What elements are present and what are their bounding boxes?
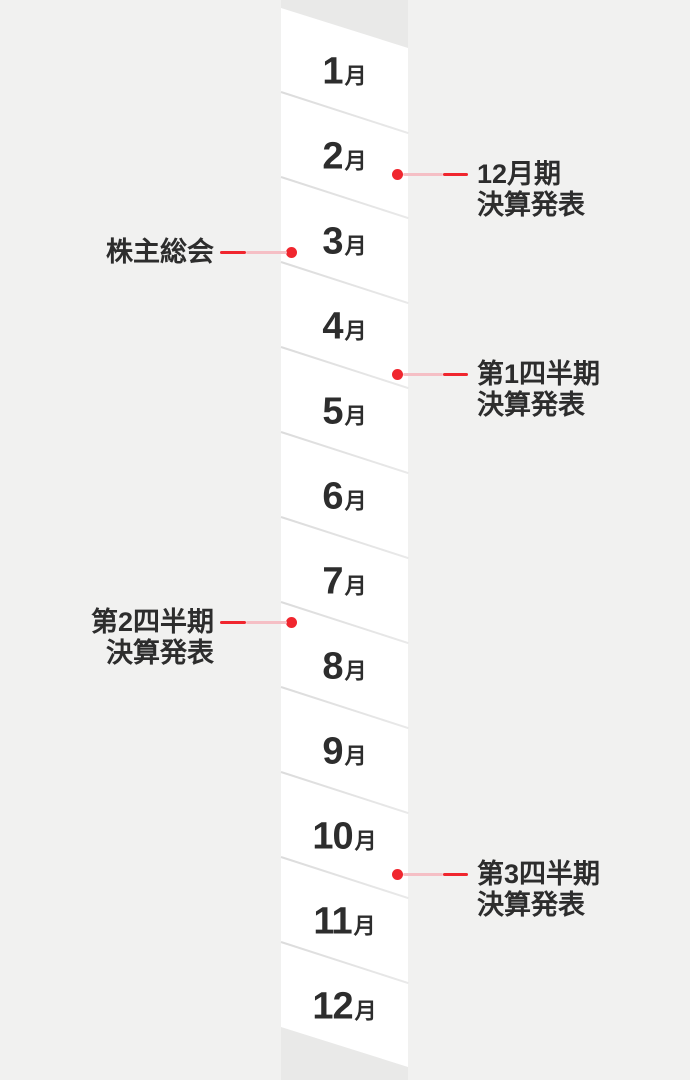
month-unit: 月 bbox=[354, 828, 377, 854]
month-unit: 月 bbox=[344, 63, 367, 89]
month-divider bbox=[280, 346, 409, 390]
event-label-line2: 決算発表 bbox=[477, 189, 585, 220]
event-label: 第2四半期 決算発表 bbox=[91, 607, 214, 669]
month-divider bbox=[280, 686, 409, 730]
month-unit: 月 bbox=[354, 998, 377, 1024]
band-bottom-cap bbox=[281, 1027, 408, 1080]
connector-line-solid bbox=[443, 172, 468, 176]
month-number: 11 bbox=[313, 900, 352, 943]
month-number: 8 bbox=[322, 645, 343, 688]
month-unit: 月 bbox=[344, 573, 367, 599]
connector-line-faded bbox=[403, 372, 443, 376]
month-number: 6 bbox=[322, 475, 343, 518]
month-unit: 月 bbox=[344, 488, 367, 514]
connector-line-faded bbox=[403, 172, 443, 176]
event-label-line1: 株主総会 bbox=[106, 236, 214, 267]
event-label-line2: 決算発表 bbox=[106, 637, 214, 668]
month-number: 10 bbox=[312, 815, 353, 858]
event-label-line2: 決算発表 bbox=[477, 389, 585, 420]
month-number: 12 bbox=[312, 985, 353, 1028]
month-divider bbox=[280, 941, 409, 985]
month-unit: 月 bbox=[344, 403, 367, 429]
month-number: 9 bbox=[322, 730, 343, 773]
month-divider bbox=[280, 601, 409, 645]
connector-line-solid bbox=[443, 372, 468, 376]
event-label: 12月期 決算発表 bbox=[477, 159, 585, 221]
month-divider bbox=[280, 176, 409, 220]
month-number: 4 bbox=[322, 305, 343, 348]
month-unit: 月 bbox=[344, 318, 367, 344]
event-label-line1: 第1四半期 bbox=[477, 358, 601, 389]
timeline-dot bbox=[286, 616, 297, 628]
connector-line-faded bbox=[246, 250, 287, 254]
connector-line-solid bbox=[220, 250, 246, 254]
month-divider bbox=[280, 771, 409, 815]
event-label: 第1四半期 決算発表 bbox=[477, 359, 600, 421]
event-label: 第3四半期 決算発表 bbox=[477, 859, 600, 921]
event-label-line2: 決算発表 bbox=[477, 889, 585, 920]
connector-line-faded bbox=[403, 872, 443, 876]
month-number: 1 bbox=[322, 50, 343, 93]
connector-line-solid bbox=[220, 620, 246, 624]
timeline-dot bbox=[286, 246, 297, 258]
timeline-dot bbox=[392, 168, 403, 180]
event-label-line1: 12月期 bbox=[477, 158, 562, 189]
month-unit: 月 bbox=[344, 233, 367, 259]
month-unit: 月 bbox=[344, 658, 367, 684]
month-unit: 月 bbox=[353, 913, 376, 939]
event-label-line1: 第2四半期 bbox=[90, 606, 214, 637]
month-number: 7 bbox=[322, 560, 343, 603]
connector-line-faded bbox=[246, 620, 287, 624]
month-unit: 月 bbox=[344, 148, 367, 174]
month-number: 5 bbox=[322, 390, 343, 433]
month-divider bbox=[280, 856, 409, 900]
timeline-dot bbox=[392, 868, 403, 880]
event-label: 株主総会 bbox=[106, 237, 214, 268]
connector-line-solid bbox=[443, 872, 468, 876]
month-unit: 月 bbox=[344, 743, 367, 769]
month-divider bbox=[280, 91, 409, 135]
event-label-line1: 第3四半期 bbox=[477, 858, 601, 889]
band-top-cap bbox=[281, 0, 408, 48]
month-divider bbox=[280, 261, 409, 305]
month-divider bbox=[280, 516, 409, 560]
month-number: 2 bbox=[322, 135, 343, 178]
month-divider bbox=[280, 431, 409, 475]
timeline-dot bbox=[392, 368, 403, 380]
month-number: 3 bbox=[322, 220, 343, 263]
